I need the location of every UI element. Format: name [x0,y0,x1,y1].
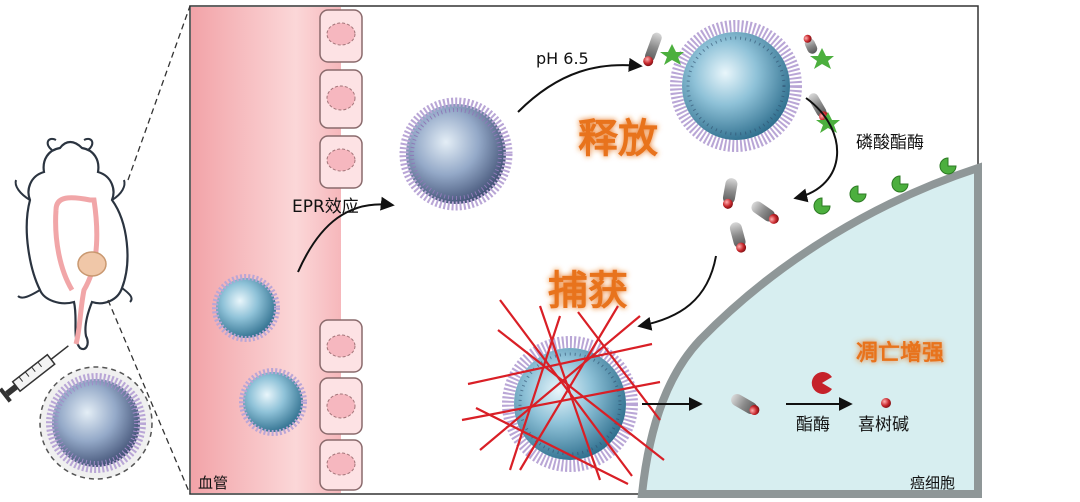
extravasated-nanoparticle [399,97,513,211]
mouse-icon [14,138,133,351]
camptothecin-label: 喜树碱 [858,415,909,435]
cancer-cell [637,162,982,498]
cancer-cell-label: 癌细胞 [910,474,955,492]
dephosphorylated-rods [722,178,779,253]
syringe-icon [0,345,69,403]
nanofiber-network [461,299,665,485]
camptothecin-molecule [881,398,891,408]
esterase-label: 酯酶 [796,415,830,435]
zoom-line-top [127,5,191,181]
phosphatase-arrow [793,97,839,203]
epr-arrow [297,196,395,273]
phosphatase-label: 磷酸酯酶 [856,133,924,153]
endothelial-nuclei [326,22,356,476]
apoptosis-label: 凋亡增强 [856,340,944,366]
release-label: 释放 [578,116,658,162]
vessel-label: 血管 [198,474,228,492]
vessel-nanoparticle-2 [239,368,307,436]
vessel-nanoparticle-1 [212,274,280,342]
zoom-line-bottom [107,299,191,495]
prodrug-rod-icon [803,34,834,69]
capture-arrow [637,255,717,331]
epr-label: EPR效应 [292,197,359,217]
capture-label: 捕获 [548,268,628,314]
ph-arrow [517,57,643,113]
releasing-nanoparticle [670,20,802,152]
enzyme-icon [813,157,957,215]
prodrug-rod-icon [643,32,684,67]
ph-label: pH 6.5 [536,49,589,68]
esterase-icon [811,372,832,395]
nanoparticle-icon [46,373,146,473]
intracellular-prodrug [731,394,760,415]
